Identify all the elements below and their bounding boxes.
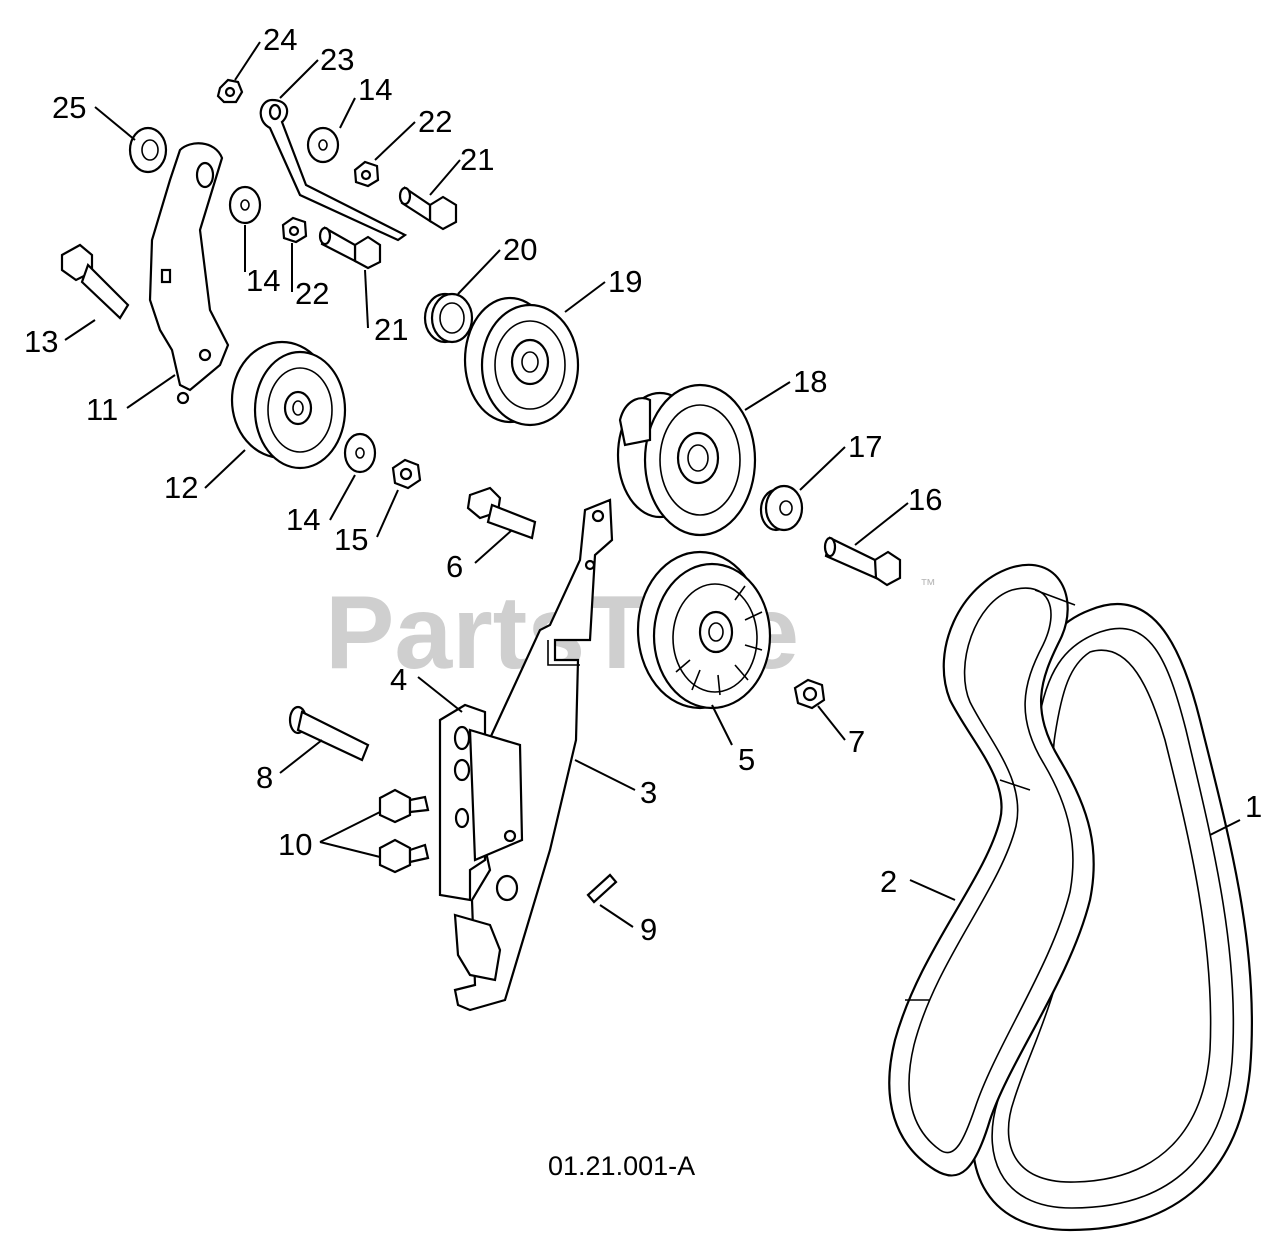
callout-1: 1 (1245, 789, 1262, 824)
screw-10a[interactable] (378, 788, 430, 824)
lock-washer-24[interactable] (216, 78, 244, 104)
bolt-21a[interactable] (398, 186, 458, 231)
callout-14b: 14 (246, 263, 280, 298)
bolt-16[interactable] (823, 536, 902, 587)
pulley-18[interactable] (616, 383, 757, 537)
pulley-19[interactable] (463, 296, 580, 427)
callout-15: 15 (334, 522, 368, 557)
nut-15[interactable] (391, 458, 422, 490)
callout-17: 17 (848, 429, 882, 464)
callout-10: 10 (278, 827, 312, 862)
callout-22b: 22 (295, 276, 329, 311)
washer-14b[interactable] (228, 185, 262, 225)
callout-5: 5 (738, 742, 755, 777)
callout-19: 19 (608, 264, 642, 299)
bracket-11[interactable] (148, 142, 230, 405)
callout-4: 4 (390, 662, 407, 697)
callout-21a: 21 (460, 142, 494, 177)
bushing-25[interactable] (128, 126, 168, 174)
callout-12: 12 (164, 470, 198, 505)
callout-25: 25 (52, 90, 86, 125)
screw-10b[interactable] (378, 838, 430, 874)
pulley-5[interactable] (636, 550, 772, 710)
callout-14c: 14 (286, 502, 320, 537)
spacer-17[interactable] (759, 484, 804, 532)
idler-bracket-3[interactable] (453, 498, 614, 1012)
drawing-id: 01.21.001-A (548, 1151, 695, 1181)
bushing-20[interactable] (423, 292, 474, 344)
callout-14a: 14 (358, 72, 392, 107)
callout-21b: 21 (374, 312, 408, 347)
callout-23: 23 (320, 42, 354, 77)
pulley-12[interactable] (230, 340, 347, 470)
callout-16: 16 (908, 482, 942, 517)
callout-24: 24 (263, 22, 297, 57)
nut-22b[interactable] (281, 216, 308, 244)
nut-7[interactable] (793, 678, 826, 710)
bolt-8[interactable] (288, 705, 370, 762)
washer-14a[interactable] (306, 126, 340, 164)
bolt-13[interactable] (60, 243, 130, 320)
washer-14c[interactable] (343, 432, 377, 474)
callout-13: 13 (24, 324, 58, 359)
plate-4[interactable] (438, 703, 524, 982)
callouts: 1 2 3 4 5 6 7 8 9 10 11 12 13 14 14 14 1… (24, 22, 1262, 947)
callout-11: 11 (86, 392, 118, 427)
callout-2: 2 (880, 864, 897, 899)
bolt-21b[interactable] (318, 226, 382, 270)
bolt-6[interactable] (466, 486, 537, 540)
callout-3: 3 (640, 775, 657, 810)
belt-2[interactable] (888, 563, 1095, 1177)
rod-23[interactable] (259, 98, 408, 242)
leader-lines (64, 41, 1241, 928)
callout-6: 6 (446, 549, 463, 584)
watermark-trademark: ™ (920, 577, 936, 594)
callout-20: 20 (503, 232, 537, 267)
callout-7: 7 (848, 724, 865, 759)
nut-22a[interactable] (353, 160, 380, 188)
callout-22a: 22 (418, 104, 452, 139)
callout-8: 8 (256, 760, 273, 795)
cotter-pin-9[interactable] (586, 873, 618, 904)
callout-18: 18 (793, 364, 827, 399)
callout-9: 9 (640, 912, 657, 947)
